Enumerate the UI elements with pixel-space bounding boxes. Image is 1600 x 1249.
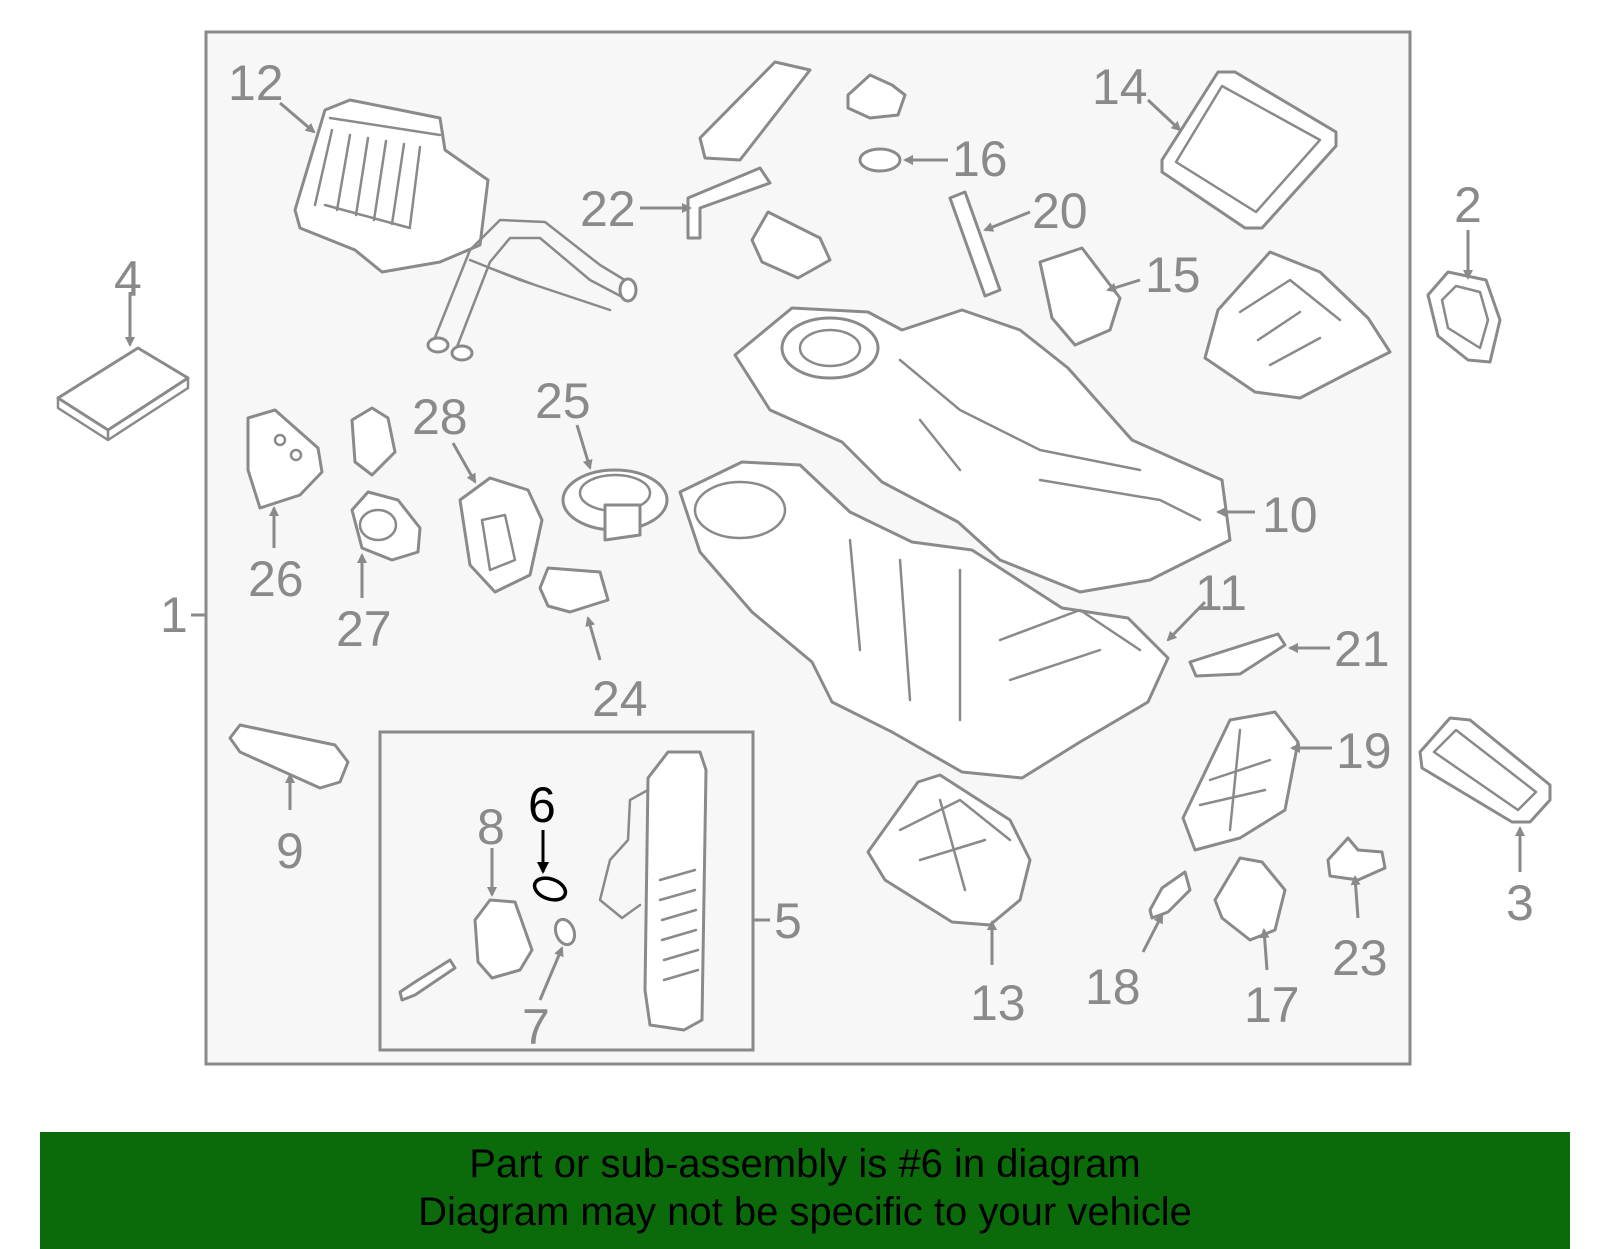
callout-21: 21: [1334, 621, 1390, 677]
leader-lines: [125, 98, 1525, 1001]
part-22-shape: [686, 60, 832, 280]
part-15-shape: [1038, 246, 1122, 347]
callout-4: 4: [114, 251, 142, 307]
callout-16: 16: [952, 131, 1008, 187]
callout-6: 6: [528, 777, 556, 833]
callout-15: 15: [1145, 247, 1201, 303]
part-16-shape: [858, 147, 902, 173]
callout-2: 2: [1454, 177, 1482, 233]
part-11-shape: [678, 460, 1170, 780]
callout-26: 26: [248, 551, 304, 607]
callout-8: 8: [477, 799, 505, 855]
callout-27: 27: [336, 601, 392, 657]
callout-10: 10: [1262, 487, 1318, 543]
callout-11: 11: [1195, 565, 1247, 621]
part-3-shape: [1418, 716, 1552, 824]
part-25-shape: [561, 468, 669, 542]
callout-19: 19: [1336, 723, 1392, 779]
callout-23: 23: [1332, 930, 1388, 986]
heater-pipes-shape: [426, 218, 638, 362]
part-17-shape: [1213, 856, 1287, 942]
banner-line-part: Part or sub-assembly is #6 in diagram: [469, 1142, 1141, 1186]
callout-28: 28: [412, 389, 468, 445]
part-8-shape: [473, 898, 534, 980]
callout-20: 20: [1032, 183, 1088, 239]
small-actuator-left-shape: [350, 406, 397, 477]
callout-1: 1: [160, 587, 188, 643]
part-27-shape: [350, 490, 422, 562]
callout-25: 25: [535, 373, 591, 429]
callout-9: 9: [276, 823, 304, 879]
upper-right-module-shape: [1203, 250, 1392, 400]
part-20-shape: [948, 190, 1002, 298]
callout-14: 14: [1092, 59, 1148, 115]
part-7-shape: [553, 917, 577, 947]
part-9-shape: [228, 723, 350, 790]
part-4-shape: [56, 346, 190, 442]
part-24-shape: [538, 566, 610, 614]
part-13-shape: [866, 773, 1032, 927]
part-19-shape: [1181, 710, 1300, 852]
callout-7: 7: [522, 999, 550, 1055]
callout-22: 22: [580, 181, 636, 237]
callout-18: 18: [1085, 959, 1141, 1015]
part-21-shape: [1188, 632, 1287, 678]
callout-17: 17: [1244, 977, 1300, 1033]
part-18-shape: [1148, 870, 1192, 920]
part-12-shape: [293, 98, 490, 274]
callout-3: 3: [1506, 875, 1534, 931]
part-2-shape: [1426, 270, 1502, 364]
callout-12: 12: [228, 55, 284, 111]
part-6-shape: [532, 876, 568, 902]
part-5-shape: [598, 750, 708, 1032]
callout-5: 5: [774, 893, 802, 949]
small-bracket-top-shape: [846, 73, 907, 120]
banner-line-disclaimer: Diagram may not be specific to your vehi…: [418, 1190, 1192, 1234]
callout-labels: 12 4 14 16 22 20 15 2 28 25 26 27 1 24 1…: [114, 55, 1534, 1055]
part-14-shape: [1160, 70, 1338, 230]
part-23-shape: [1326, 836, 1387, 882]
callout-13: 13: [970, 975, 1026, 1031]
part-28-shape: [458, 476, 544, 594]
part-26-shape: [246, 408, 324, 510]
pipe-bracket-shape: [398, 958, 457, 1002]
callout-24: 24: [592, 671, 648, 727]
info-banner: Part or sub-assembly is #6 in diagram Di…: [40, 1132, 1570, 1249]
part-10-shape: [733, 306, 1232, 594]
